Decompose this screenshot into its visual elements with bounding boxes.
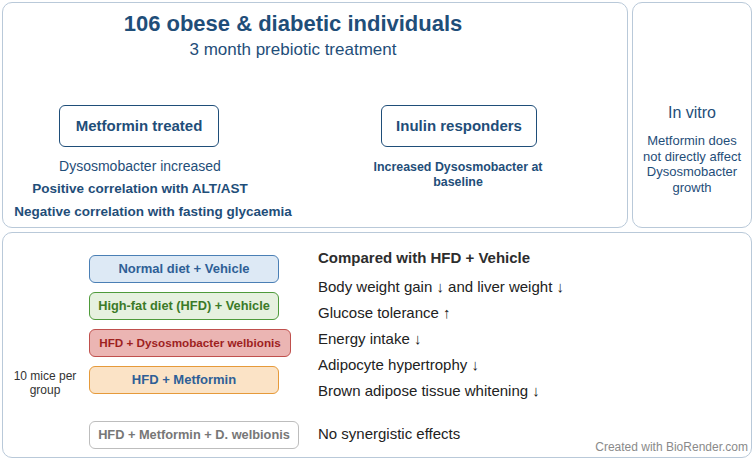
box-label: Inulin responders <box>396 117 522 135</box>
finding-text: Increased Dysosmobacter at baseline <box>350 160 566 190</box>
diet-box: HFD + Dysosmobacter welbionis <box>89 329 291 357</box>
group-box: Metformin treated <box>59 105 219 147</box>
panel-text: 3 month prebiotic treatment <box>63 40 523 60</box>
result-text: Brown adipose tissue whitening ↓ <box>318 382 738 400</box>
box-label: Metformin treated <box>76 117 203 135</box>
panel-heading: In vitro <box>637 103 747 122</box>
group-box: Inulin responders <box>381 105 537 147</box>
diet-box: Normal diet + Vehicle <box>89 255 279 283</box>
panel-heading: 106 obese & diabetic individuals <box>63 11 523 37</box>
diet-box: HFD + Metformin + D. welbionis <box>89 421 299 449</box>
result-text: Glucose tolerance ↑ <box>318 304 738 322</box>
finding-text: Negative correlation with fasting glycae… <box>8 204 298 220</box>
diet-box: HFD + Metformin <box>89 366 279 394</box>
panel-text: Metformin does not directly affect Dysos… <box>637 133 747 195</box>
result-text: Compared with HFD + Vehicle <box>318 249 738 267</box>
panel-heading: 10 mice per group <box>9 369 81 398</box>
box-label: HFD + Dysosmobacter welbionis <box>99 336 281 350</box>
box-label: HFD + Metformin <box>132 372 236 388</box>
in-vitro-panel: In vitroMetformin does not directly affe… <box>632 2 752 228</box>
finding-text: Dysosmobacter increased <box>40 158 240 175</box>
result-text: Body weight gain ↓ and liver weight ↓ <box>318 278 738 296</box>
result-text: Adipocyte hypertrophy ↓ <box>318 356 738 374</box>
box-label: High-fat diet (HFD) + Vehicle <box>98 298 270 313</box>
result-text: Energy intake ↓ <box>318 330 738 348</box>
box-label: HFD + Metformin + D. welbionis <box>98 427 290 442</box>
box-label: Normal diet + Vehicle <box>118 261 249 277</box>
finding-text: Positive correlation with ALT/AST <box>20 181 260 197</box>
watermark: Created with BioRender.com <box>540 440 748 454</box>
diet-box: High-fat diet (HFD) + Vehicle <box>89 292 279 320</box>
